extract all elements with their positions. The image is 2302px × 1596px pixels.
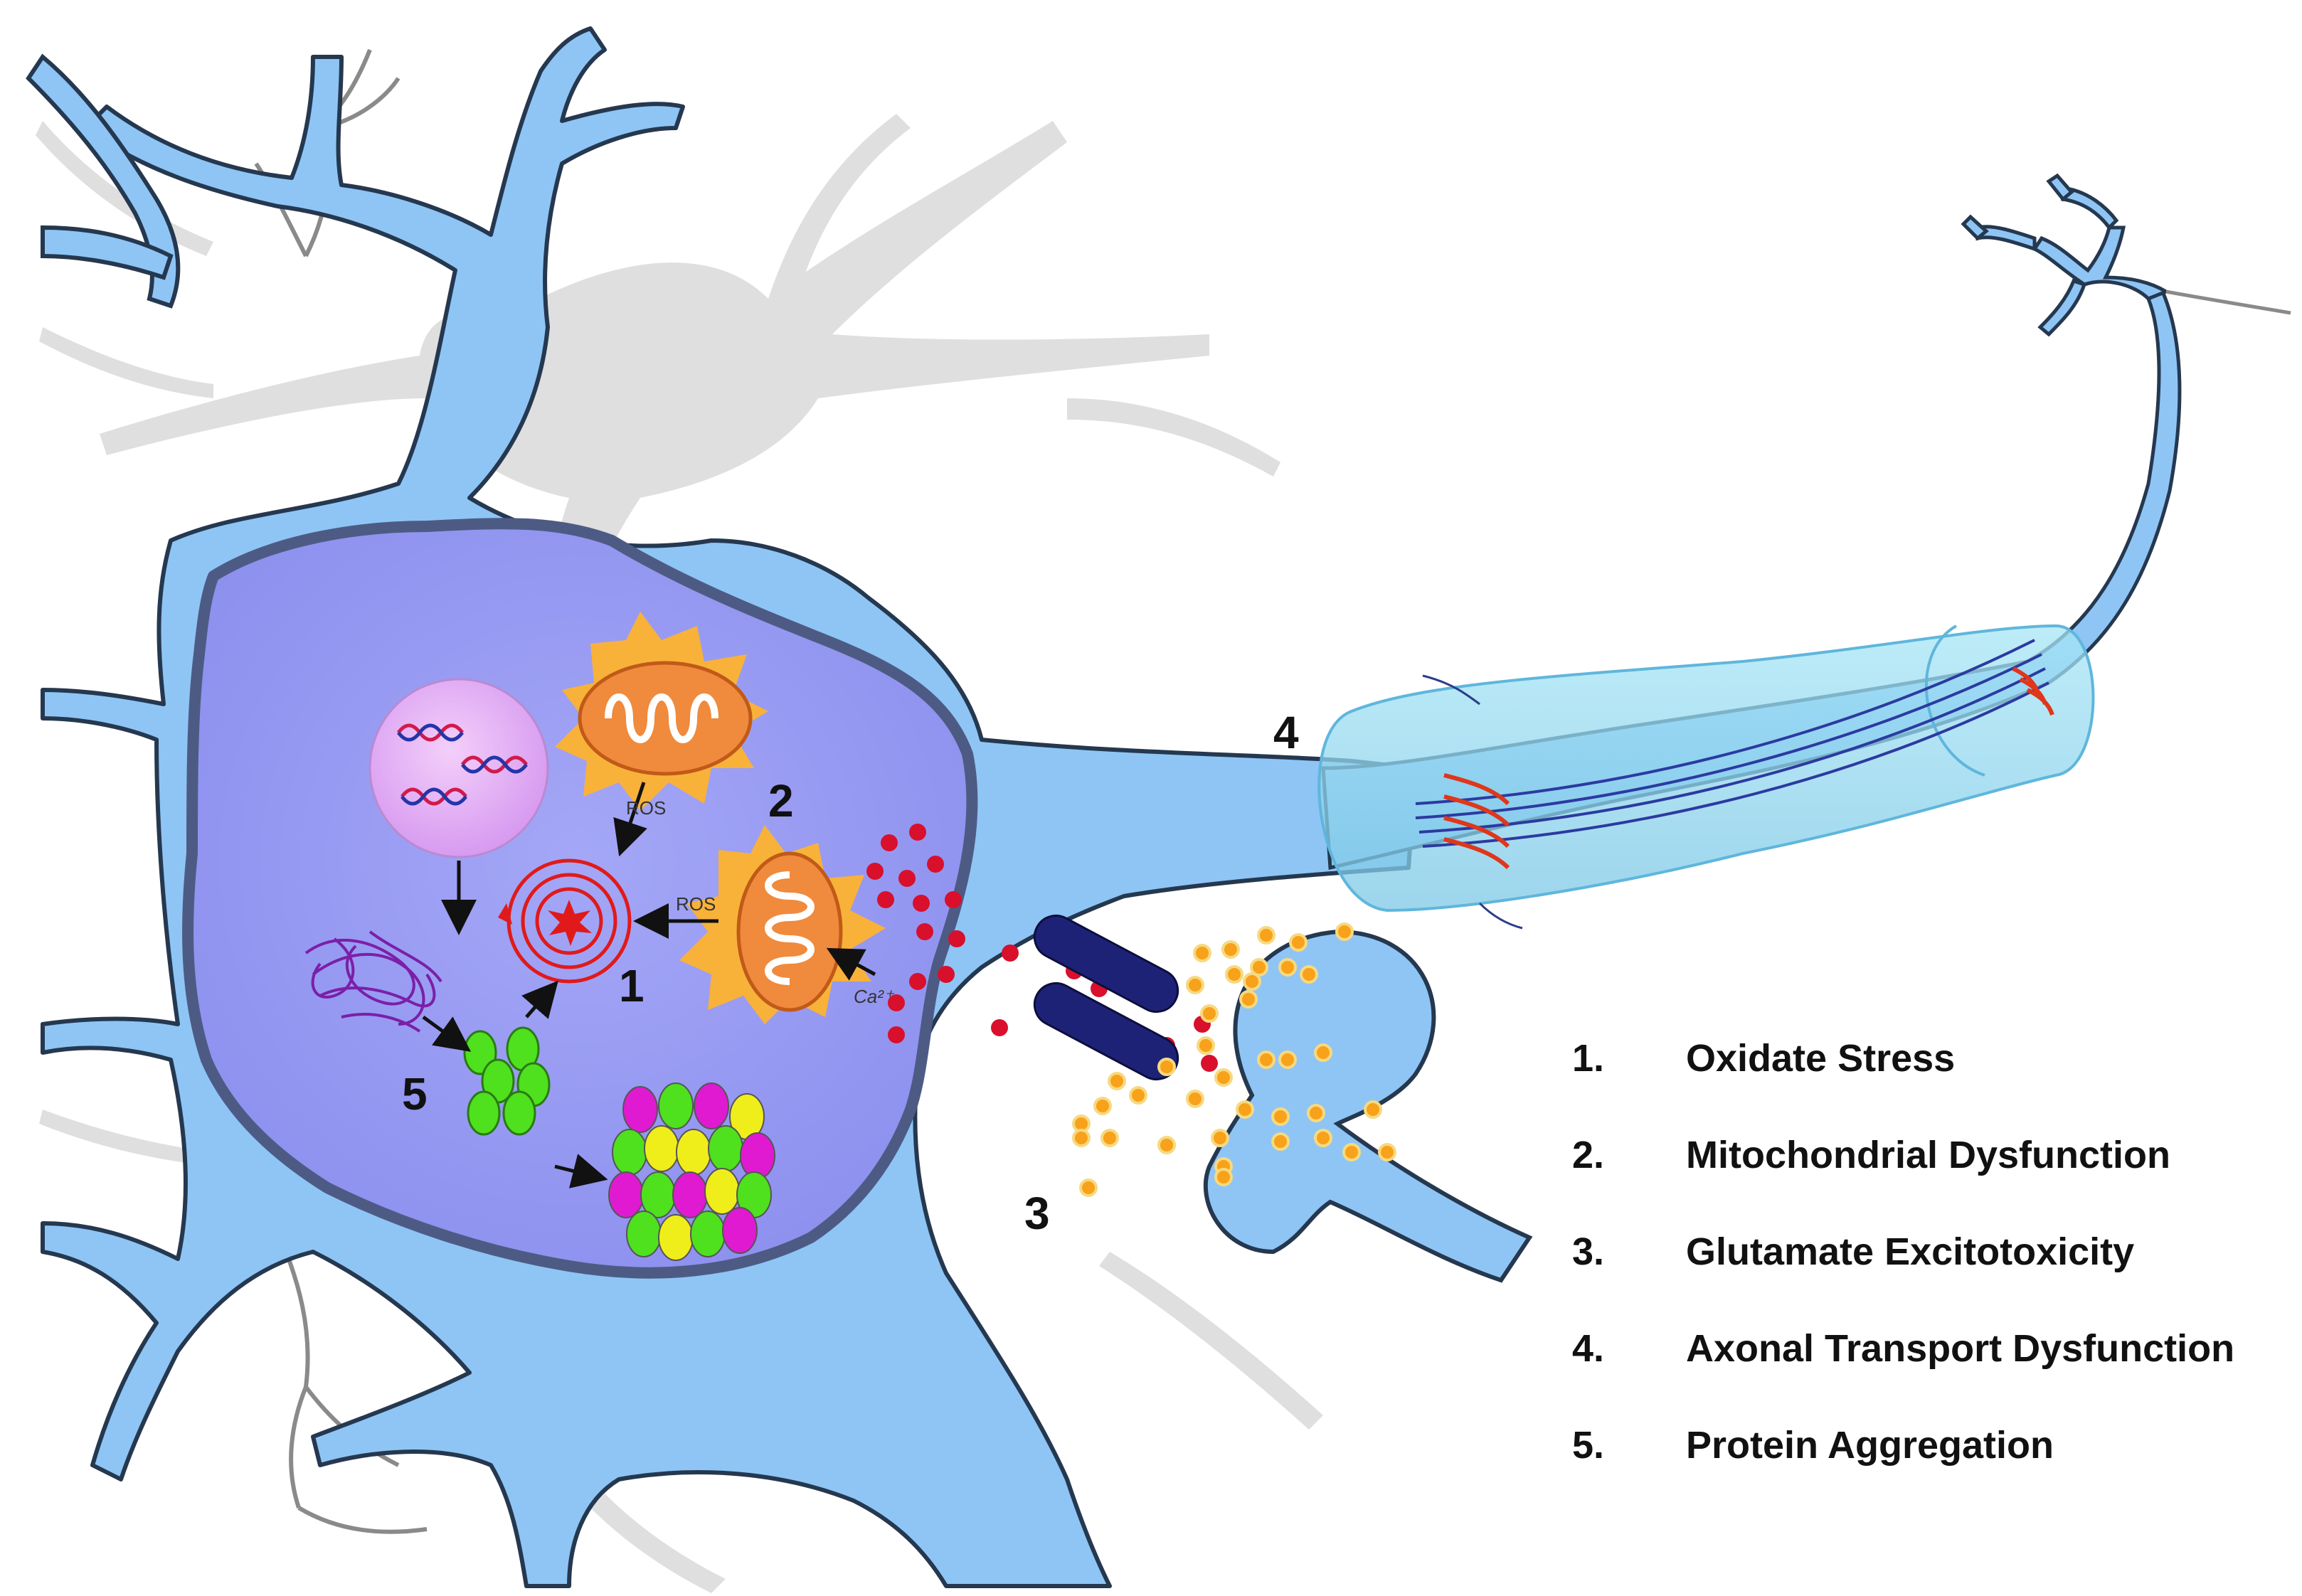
legend-number: 4. xyxy=(1572,1327,1605,1370)
myelin-sheath-icon xyxy=(1317,624,2095,930)
legend-item: 5. Protein Aggregation xyxy=(1572,1397,2291,1494)
marker-3: 3 xyxy=(1024,1188,1050,1239)
legend-label: Oxidate Stress xyxy=(1686,1037,1956,1080)
marker-4: 4 xyxy=(1273,707,1299,758)
legend-number: 2. xyxy=(1572,1134,1605,1176)
transport-cargo xyxy=(1443,666,2054,870)
legend-label: Protein Aggregation xyxy=(1686,1424,2054,1467)
arrow-cluster-to-spiral xyxy=(521,980,558,1019)
glutamate-molecules xyxy=(1072,922,1396,1197)
axon-terminal xyxy=(1961,173,2170,337)
ros-label-side: ROS xyxy=(676,893,716,915)
axon xyxy=(1317,173,2291,930)
legend-item: 2. Mitochondrial Dysfunction xyxy=(1572,1107,2291,1203)
pathway-arrows xyxy=(422,782,876,1188)
large-aggregate-icon xyxy=(608,1082,775,1261)
marker-1: 1 xyxy=(619,960,645,1011)
legend-item: 3. Glutamate Excitotoxicity xyxy=(1572,1203,2291,1300)
legend-number: 1. xyxy=(1572,1037,1605,1080)
arrow-cluster-to-aggregate xyxy=(554,1154,608,1188)
arrow-mito-to-spiral xyxy=(613,782,647,857)
legend-number: 5. xyxy=(1572,1424,1605,1467)
dna-damage-spiral-icon xyxy=(498,858,632,984)
legend-item: 1. Oxidate Stress xyxy=(1572,1010,2291,1107)
calcium-label: Ca²⁺ xyxy=(854,986,895,1007)
arrow-calcium-to-mito xyxy=(826,947,876,981)
legend-item: 4. Axonal Transport Dysfunction xyxy=(1572,1300,2291,1397)
mitochondrion-icon xyxy=(578,661,843,1012)
microtubule-icon xyxy=(1415,639,2049,848)
ros-label-top: ROS xyxy=(626,797,666,819)
marker-2: 2 xyxy=(768,775,794,826)
marker-5: 5 xyxy=(402,1068,428,1119)
legend: 1. Oxidate Stress 2. Mitochondrial Dysfu… xyxy=(1572,1010,2291,1494)
nucleus xyxy=(182,518,978,1279)
dna-icon xyxy=(368,678,549,858)
legend-label: Glutamate Excitotoxicity xyxy=(1686,1230,2135,1273)
arrow-tangle-to-cluster xyxy=(422,1015,472,1052)
tangled-protein-icon xyxy=(304,930,442,1033)
legend-label: Mitochondrial Dysfunction xyxy=(1686,1134,2170,1176)
legend-number: 3. xyxy=(1572,1230,1605,1273)
protein-cluster-icon xyxy=(463,1026,551,1136)
calcium-ions xyxy=(866,824,1218,1072)
legend-label: Axonal Transport Dysfunction xyxy=(1686,1327,2235,1370)
